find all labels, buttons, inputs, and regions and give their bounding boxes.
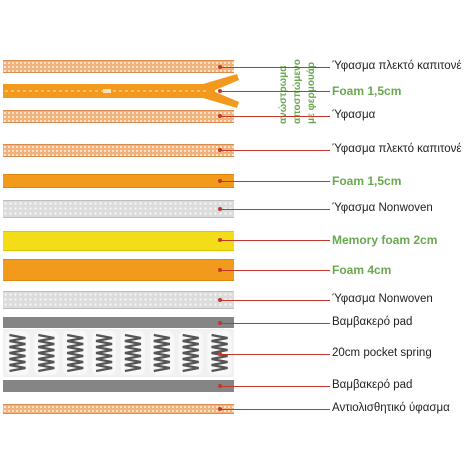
leader-dot: [218, 148, 222, 152]
leader-dot: [218, 268, 222, 272]
label-foam-4: Foam 4cm: [332, 263, 392, 277]
label-antislip: Αντιολισθητικό ύφασμα: [332, 402, 450, 414]
knit-fabric-layer: [3, 144, 234, 157]
side-note-line-3: με φερμουάρ: [306, 62, 317, 124]
spring-coil: [149, 331, 174, 375]
cotton-pad-1-layer: [3, 317, 234, 328]
leader-foam-15: [220, 181, 330, 182]
label-cotton-pad-2: Βαμβακερό pad: [332, 379, 413, 391]
leader-dot: [218, 384, 222, 388]
leader-dot: [218, 179, 222, 183]
label-nonwoven-2: Ύφασμα Nonwoven: [332, 293, 433, 305]
label-top-fabric: Ύφασμα πλεκτό καπιτονέ: [332, 60, 462, 72]
leader-nonwoven-1: [220, 209, 330, 210]
leader-dot: [218, 238, 222, 242]
leader-dot: [218, 298, 222, 302]
nonwoven-1-layer: [3, 200, 234, 218]
leader-antislip: [220, 409, 330, 410]
leader-topper-fabric: [220, 116, 330, 117]
leader-dot: [218, 65, 222, 69]
cotton-pad-2-layer: [3, 380, 234, 392]
leader-foam-4: [220, 270, 330, 271]
label-top-foam: Foam 1,5cm: [332, 84, 402, 98]
spring-coil: [120, 331, 145, 375]
spring-coil: [63, 331, 88, 375]
topper-fabric-layer: [3, 110, 234, 123]
label-pocket-spring: 20cm pocket spring: [332, 347, 432, 359]
foam-4-layer: [3, 259, 234, 281]
label-memory-foam: Memory foam 2cm: [332, 233, 438, 247]
leader-pocket-spring: [220, 354, 330, 355]
foam-15-layer: [3, 174, 234, 188]
leader-dot: [218, 207, 222, 211]
zipper-foam-layer: [3, 72, 239, 112]
top-fabric-layer: [3, 60, 234, 73]
memory-foam-layer: [3, 231, 234, 251]
leader-dot: [218, 352, 222, 356]
leader-memory-foam: [220, 240, 330, 241]
nonwoven-2-layer: [3, 291, 234, 309]
leader-top-fabric: [220, 67, 330, 68]
label-topper-fabric: Ύφασμα: [332, 109, 376, 121]
pocket-spring-layer: [3, 329, 234, 377]
leader-dot: [218, 321, 222, 325]
detachable-topper-note: ανώστρωμα αποσπώμενο με φερμουάρ: [270, 42, 330, 126]
spring-coil: [92, 331, 117, 375]
label-cotton-pad-1: Βαμβακερό pad: [332, 316, 413, 328]
leader-dot: [218, 407, 222, 411]
leader-cotton-pad-2: [220, 386, 330, 387]
label-foam-15: Foam 1,5cm: [332, 174, 402, 188]
leader-nonwoven-2: [220, 300, 330, 301]
side-note-line-1: ανώστρωμα: [278, 65, 289, 124]
leader-dot: [218, 89, 222, 93]
label-knit-fabric: Ύφασμα πλεκτό καπιτονέ: [332, 143, 462, 155]
spring-coil: [34, 331, 59, 375]
label-nonwoven-1: Ύφασμα Nonwoven: [332, 202, 433, 214]
antislip-layer: [3, 404, 234, 414]
leader-cotton-pad-1: [220, 323, 330, 324]
spring-coil: [5, 331, 30, 375]
leader-top-foam: [220, 91, 330, 92]
leader-dot: [218, 114, 222, 118]
spring-coil: [178, 331, 203, 375]
leader-knit-fabric: [220, 150, 330, 151]
